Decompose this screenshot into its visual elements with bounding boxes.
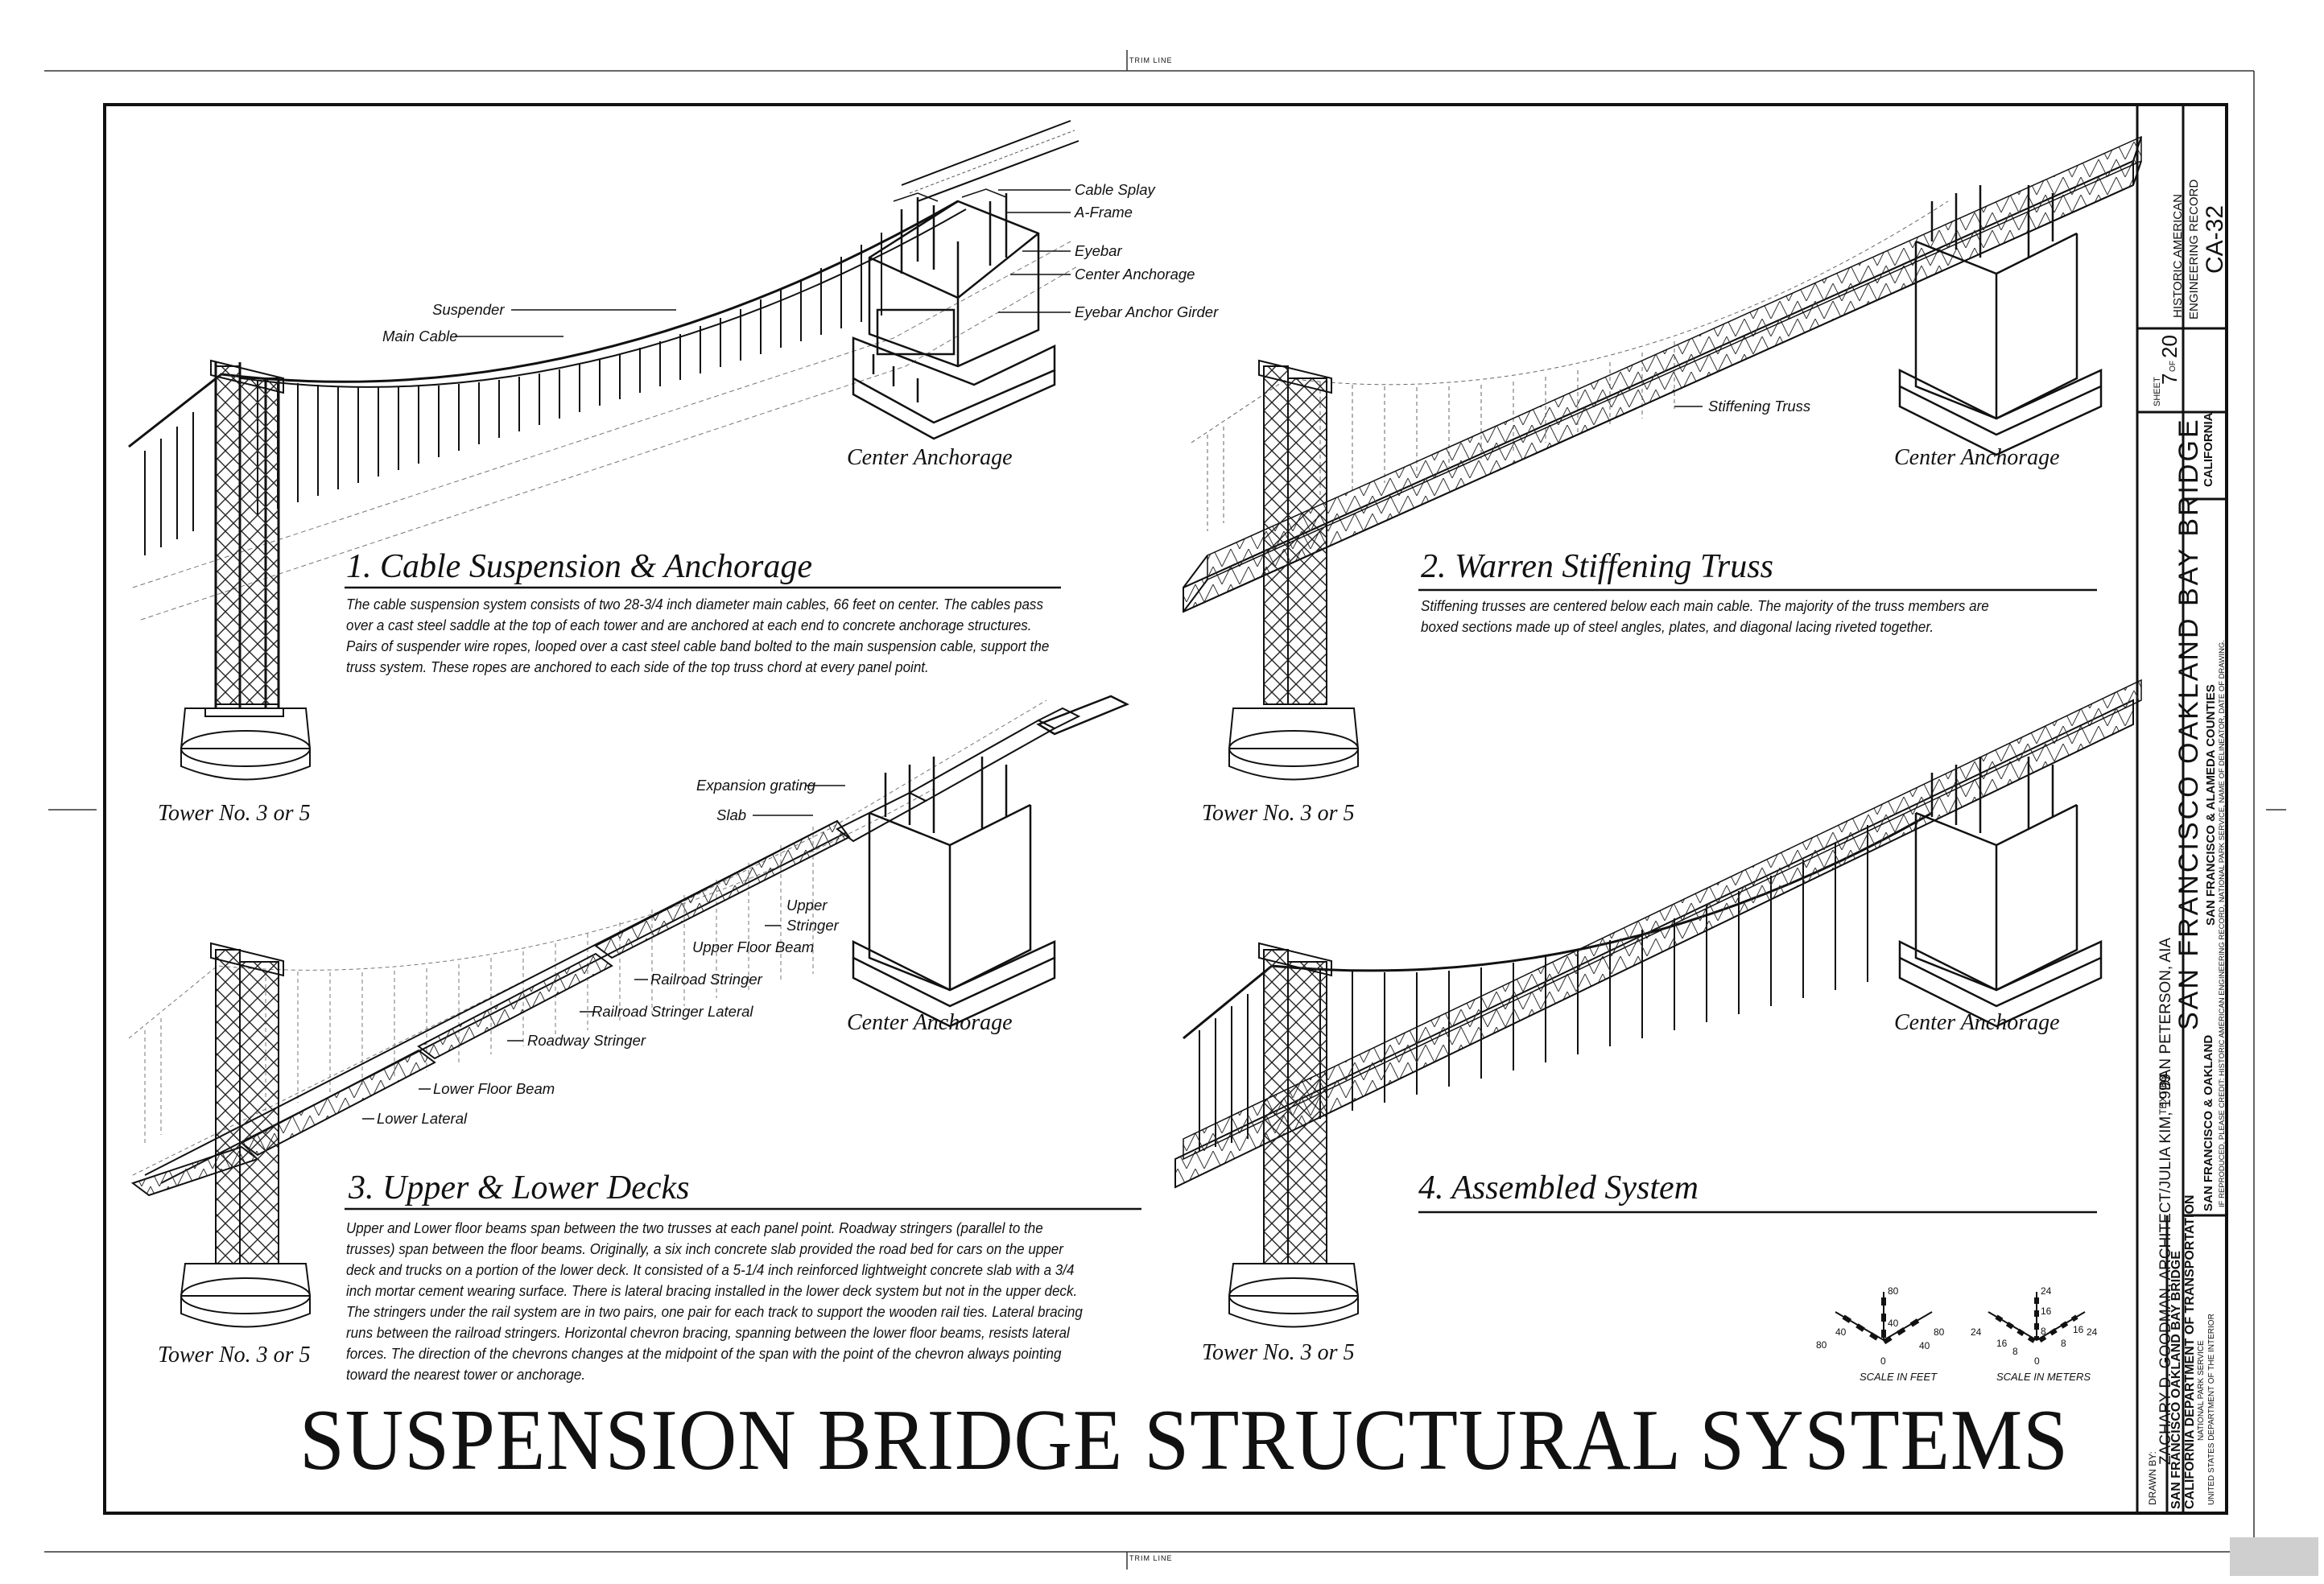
callout-center-anchorage: Center Anchorage [1075, 266, 1195, 283]
agency-nps: NATIONAL PARK SERVICE [2197, 1340, 2206, 1441]
record-line-1: HISTORIC AMERICAN [2171, 194, 2185, 318]
section-3-description: Upper and Lower floor beams span between… [346, 1219, 1083, 1383]
panel-4-assembled [1174, 679, 2142, 1328]
callout-cable-splay: Cable Splay [1075, 181, 1155, 198]
callout-suspender: Suspender [432, 301, 505, 318]
anchorage-2 [1898, 185, 2103, 456]
drawn-by-label: DRAWN BY: [2147, 1451, 2158, 1505]
title-block-frame [2136, 105, 2227, 1513]
anchorage-1 [852, 188, 1056, 440]
section-4-title: 4. Assembled System [1418, 1169, 1699, 1207]
tower-2 [1228, 359, 1360, 781]
main-cable [128, 200, 959, 448]
section-1-tower-caption: Tower No. 3 or 5 [158, 801, 311, 826]
sheet-border [103, 103, 2228, 1515]
callout-stringer: Stringer [786, 917, 839, 934]
meters-tick: 8 [2041, 1326, 2046, 1337]
scale-in-feet-label: SCALE IN FEET [1860, 1371, 1938, 1383]
feet-tick: 40 [1919, 1340, 1930, 1351]
callout-upper-floor-beam: Upper Floor Beam [692, 938, 815, 955]
callout-railroad-stringer-lateral: Railroad Stringer Lateral [592, 1003, 753, 1020]
trim-lines [44, 50, 2286, 1570]
sponsor-caltrans: CALIFORNIA DEPARTMENT OF TRANSPORTATION [2183, 1194, 2197, 1510]
scale-graphics [1835, 1292, 2086, 1346]
tower-1 [180, 359, 312, 781]
section-1-title: 1. Cable Suspension & Anchorage [346, 548, 813, 585]
meters-tick: 16 [2073, 1324, 2084, 1335]
feet-tick: 80 [1934, 1326, 1945, 1338]
sheet-total: 20 [2157, 335, 2182, 358]
panel-1-cable-suspension [128, 120, 1079, 781]
credit-line: IF REPRODUCED, PLEASE CREDIT: HISTORIC A… [2218, 640, 2227, 1207]
meters-tick: 0 [2034, 1355, 2040, 1367]
scale-in-meters-label: SCALE IN METERS [1996, 1371, 2091, 1383]
trim-line-label-top: TRIM LINE [1129, 56, 1173, 64]
record-id: CA-32 [2202, 204, 2228, 274]
anchorage-3 [852, 695, 1130, 1028]
sponsor-bridge: SAN FRANCISCO OAKLAND BAY BRIDGE [2169, 1251, 2183, 1509]
callout-upper: Upper [786, 897, 828, 914]
section-2-description: Stiffening trusses are centered below ea… [1421, 597, 1989, 635]
section-2-title: 2. Warren Stiffening Truss [1421, 548, 1773, 585]
meters-tick: 24 [2041, 1285, 2052, 1297]
section-3-tower-caption: Tower No. 3 or 5 [158, 1343, 311, 1367]
feet-tick: 40 [1888, 1318, 1899, 1329]
feet-tick: 80 [1888, 1285, 1899, 1297]
sheet-number: 7 [2157, 373, 2182, 385]
section-2-tower-caption: Tower No. 3 or 5 [1202, 801, 1355, 826]
scan-marker [2230, 1537, 2318, 1576]
state: CALIFORNIA [2202, 412, 2215, 488]
meters-tick: 24 [1971, 1326, 1982, 1338]
tower-4 [1228, 942, 1360, 1328]
meters-tick: 24 [2087, 1326, 2098, 1338]
panel-2-stiffening-truss [1183, 135, 2142, 781]
section-4-tower-caption: Tower No. 3 or 5 [1202, 1340, 1355, 1365]
section-1-description: The cable suspension system consists of … [346, 596, 1050, 675]
callout-expansion-grating: Expansion grating [696, 777, 816, 794]
callout-roadway-stringer: Roadway Stringer [527, 1032, 646, 1049]
city: SAN FRANCISCO & OAKLAND [2202, 1034, 2215, 1211]
counties: SAN FRANCISCO & ALAMEDA COUNTIES [2204, 684, 2218, 926]
leader-lines [362, 189, 1703, 1120]
callout-slab: Slab [716, 806, 747, 823]
callout-main-cable: Main Cable [382, 328, 458, 344]
section-3-title: 3. Upper & Lower Decks [349, 1169, 690, 1207]
trim-line-label-bottom: TRIM LINE [1129, 1554, 1173, 1562]
callout-lower-floor-beam: Lower Floor Beam [433, 1080, 555, 1097]
callout-a-frame: A-Frame [1075, 204, 1133, 221]
section-2-anchorage-caption: Center Anchorage [1894, 445, 2060, 470]
callout-eyebar: Eyebar [1075, 242, 1122, 259]
anchorage-4 [1898, 757, 2103, 1028]
main-title: SUSPENSION BRIDGE STRUCTURAL SYSTEMS [299, 1392, 2069, 1488]
callout-stiffening-truss: Stiffening Truss [1708, 398, 1811, 415]
feet-tick: 40 [1835, 1326, 1847, 1338]
callout-eyebar-anchor-girder: Eyebar Anchor Girder [1075, 303, 1219, 320]
callout-lower-lateral: Lower Lateral [377, 1110, 468, 1127]
meters-tick: 8 [2012, 1346, 2018, 1357]
section-underlines [345, 586, 2097, 1214]
sheet-of-label: OF [2169, 361, 2177, 372]
panel-3-decks [128, 695, 1130, 1328]
stiffening-truss [1183, 135, 2142, 613]
meters-tick: 16 [1996, 1338, 2008, 1349]
meters-tick: 16 [2041, 1306, 2052, 1317]
feet-tick: 80 [1816, 1339, 1827, 1351]
bridge-name: SAN FRANCISCO OAKLAND BAY BRIDGE [2173, 417, 2204, 1030]
text-by: DAN PETERSON, AIA [2157, 937, 2174, 1091]
agency-interior: UNITED STATES DEPARTMENT OF THE INTERIOR [2207, 1314, 2216, 1505]
feet-tick: 0 [1880, 1355, 1886, 1367]
meters-tick: 8 [2061, 1338, 2066, 1349]
section-1-anchorage-caption: Center Anchorage [847, 445, 1013, 470]
callout-railroad-stringer: Railroad Stringer [650, 971, 762, 988]
section-4-anchorage-caption: Center Anchorage [1894, 1010, 2060, 1035]
record-line-2: ENGINEERING RECORD [2187, 179, 2201, 320]
tower-3 [180, 942, 312, 1328]
section-3-anchorage-caption: Center Anchorage [847, 1010, 1013, 1035]
